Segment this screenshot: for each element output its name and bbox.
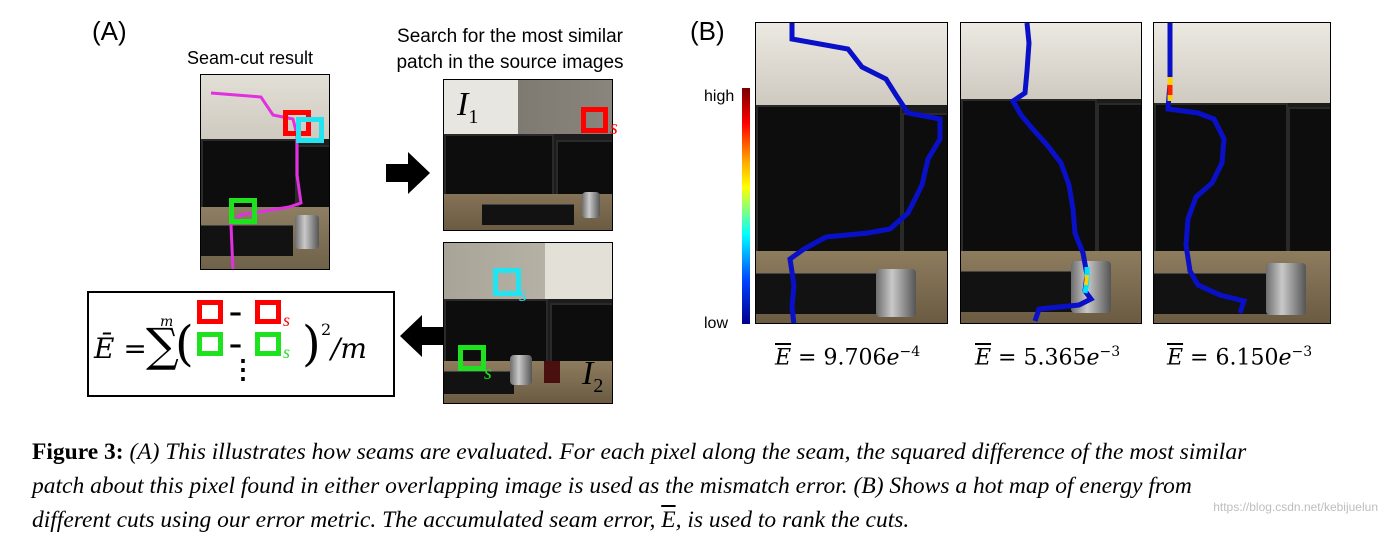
formula-divide: /m: [331, 332, 367, 365]
figure-caption: Figure 3: (A) This illustrates how seams…: [32, 435, 1382, 537]
source-image-2: [443, 242, 613, 404]
seam-hot-core-2: [1084, 274, 1089, 286]
image1-subscript: 1: [468, 105, 479, 128]
energy-e-2: e: [1086, 345, 1100, 371]
image2-subscript: 2: [593, 374, 604, 397]
formula-open-paren: (: [175, 316, 194, 372]
energy-e-bar-1: E: [775, 345, 792, 371]
formula-close-paren: ): [302, 316, 321, 372]
seam-line-3: [1165, 23, 1248, 314]
caption-line-1: Figure 3: (A) This illustrates how seams…: [32, 435, 1382, 469]
red-patch-s-label: s: [610, 117, 618, 139]
energy-base-3: 6.150: [1215, 345, 1279, 371]
energy-base-1: 9.706: [823, 345, 887, 371]
seam-image-3: [1153, 22, 1331, 324]
energy-base-2: 5.365: [1023, 345, 1087, 371]
seam-path: [210, 91, 303, 269]
cyan-patch-s-label: s: [519, 284, 527, 306]
energy-e-bar-3: E: [1167, 345, 1184, 371]
search-label: Search for the most similar patch in the…: [378, 24, 642, 76]
formula-red-patch-a: [197, 300, 223, 324]
seam-line-1: [787, 23, 943, 323]
formula-green-patch-b: [255, 332, 281, 356]
formula-power: 2: [321, 320, 332, 339]
formula-lhs: Ē =: [94, 332, 147, 365]
energy-exp-3: −3: [1291, 344, 1313, 360]
arrow-right-icon: [386, 152, 430, 194]
energy-exp-2: −3: [1099, 344, 1121, 360]
formula-sum: ∑: [146, 318, 179, 372]
formula-red-s: s: [283, 310, 291, 330]
image2-label: I2: [582, 355, 603, 398]
colorbar-high-label: high: [704, 88, 735, 105]
green-patch: [229, 198, 257, 224]
red-patch-match: [581, 107, 608, 133]
caption-figure-number: Figure 3:: [32, 439, 124, 465]
cyan-patch-match: [493, 268, 521, 296]
source-image-1: [443, 79, 613, 231]
energy-e-1: e: [886, 345, 900, 371]
formula-green-s: s: [283, 342, 291, 362]
caption-text-1: (A) This illustrates how seams are evalu…: [123, 439, 1247, 465]
cyan-patch: [296, 117, 324, 143]
formula-sum-top: m: [160, 314, 174, 330]
colorbar: [742, 88, 750, 324]
caption-text-3a: different cuts using our error metric. T…: [32, 507, 662, 533]
energy-e-3: e: [1278, 345, 1292, 371]
energy-value-2: E = 5.365e−3: [975, 344, 1121, 371]
seam-image-1: [755, 22, 948, 324]
seam-cut-label: Seam-cut result: [187, 48, 314, 68]
energy-e-bar-2: E: [975, 345, 992, 371]
arrow-left-icon: [400, 315, 444, 357]
seam-line-2: [1009, 23, 1095, 322]
energy-value-3: E = 6.150e−3: [1167, 344, 1313, 371]
formula-ellipsis: ⋮: [230, 355, 256, 385]
formula-red-patch-b: [255, 300, 281, 324]
caption-line-2: patch about this pixel found in either o…: [32, 469, 1382, 503]
image1-letter: I: [457, 86, 469, 123]
caption-text-3b: , is used to rank the cuts.: [675, 507, 910, 533]
caption-text-2: patch about this pixel found in either o…: [32, 473, 1192, 499]
caption-e-bar: E: [661, 507, 676, 533]
colorbar-low-label: low: [704, 315, 729, 332]
energy-exp-1: −4: [899, 344, 921, 360]
formula-box: [87, 291, 395, 397]
image1-label: I1: [457, 86, 478, 129]
green-patch-match: [458, 345, 486, 371]
seam-image-2: [960, 22, 1142, 324]
panel-a-label: (A): [92, 16, 127, 46]
watermark: https://blog.csdn.net/kebijuelun: [1213, 500, 1378, 514]
green-patch-s-label: s: [484, 362, 492, 384]
formula-minus-1: –: [229, 298, 242, 328]
seam-cut-photo: [200, 74, 330, 270]
caption-line-3: different cuts using our error metric. T…: [32, 503, 1382, 537]
search-label-line2: patch in the source images: [396, 52, 624, 73]
formula-minus-2: –: [229, 330, 242, 360]
formula-green-patch-a: [197, 332, 223, 356]
energy-value-1: E = 9.706e−4: [775, 344, 921, 371]
panel-b-label: (B): [690, 16, 725, 46]
search-label-line1: Search for the most similar: [397, 26, 623, 47]
image2-letter: I: [582, 355, 594, 392]
